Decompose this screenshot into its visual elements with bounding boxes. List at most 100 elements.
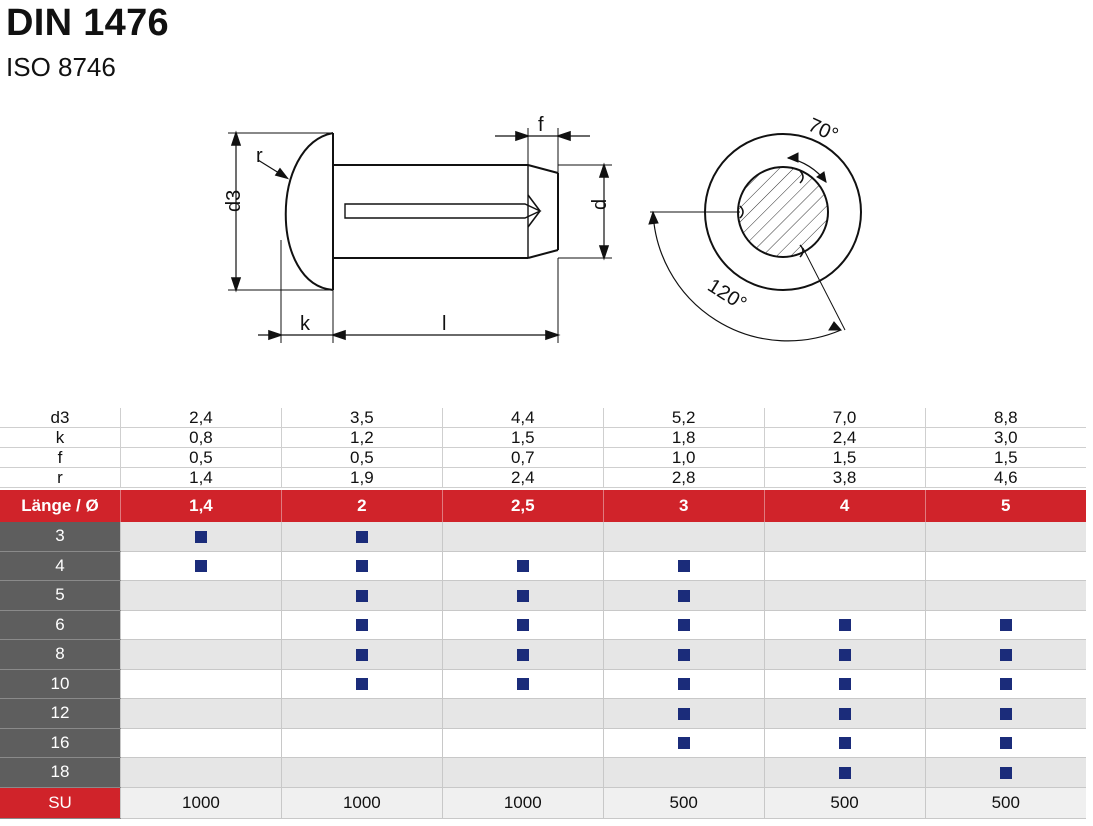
availability-cell (120, 610, 282, 640)
availability-cell (763, 698, 926, 729)
availability-cell (441, 639, 604, 670)
dimension-value: 0,8 (120, 427, 282, 448)
availability-cell (924, 551, 1086, 581)
label-angle-120: 120° (704, 275, 751, 316)
availability-cell (924, 580, 1086, 611)
table-row: 8 (0, 639, 1086, 670)
availability-cell (280, 610, 443, 640)
availability-cell (602, 728, 765, 758)
availability-cell (924, 669, 1086, 699)
availability-cell (280, 698, 443, 729)
availability-cell (924, 757, 1086, 788)
available-marker-icon (677, 589, 690, 602)
dimension-value: 8,8 (924, 408, 1086, 428)
dimension-value: 0,7 (441, 447, 604, 468)
available-marker-icon (838, 707, 851, 720)
available-marker-icon (516, 560, 529, 573)
dimension-value: 2,4 (120, 408, 282, 428)
available-marker-icon (677, 648, 690, 661)
page-title: DIN 1476 (6, 2, 169, 44)
availability-cell (120, 551, 282, 581)
dimension-value: 0,5 (280, 447, 443, 468)
availability-cell (280, 522, 443, 552)
dimension-value: 1,9 (280, 467, 443, 488)
dimension-value: 3,5 (280, 408, 443, 428)
dimension-value: 7,0 (763, 408, 926, 428)
dimension-value: 2,4 (763, 427, 926, 448)
availability-cell (763, 610, 926, 640)
available-marker-icon (999, 648, 1012, 661)
sales-unit-value: 1000 (280, 787, 443, 819)
availability-cell (441, 669, 604, 699)
table-row: 18 (0, 757, 1086, 788)
dimension-value: 1,5 (763, 447, 926, 468)
availability-cell (441, 698, 604, 729)
available-marker-icon (999, 678, 1012, 691)
length-cell: 12 (0, 698, 121, 729)
dimension-value: 2,4 (441, 467, 604, 488)
availability-cell (120, 522, 282, 552)
page-subtitle: ISO 8746 (6, 52, 116, 82)
label-f: f (538, 114, 544, 136)
size-header: 4 (763, 490, 926, 522)
available-marker-icon (999, 766, 1012, 779)
dimension-value: 1,2 (280, 427, 443, 448)
availability-cell (602, 551, 765, 581)
label-r: r (256, 145, 263, 167)
availability-cell (120, 698, 282, 729)
dimension-value: 2,8 (602, 467, 765, 488)
label-l: l (442, 313, 446, 335)
dimension-label: k (0, 427, 121, 448)
availability-cell (441, 551, 604, 581)
availability-cell (120, 728, 282, 758)
dimension-value: 4,4 (441, 408, 604, 428)
available-marker-icon (677, 707, 690, 720)
available-marker-icon (355, 589, 368, 602)
dimension-value: 3,0 (924, 427, 1086, 448)
dimension-value: 1,0 (602, 447, 765, 468)
available-marker-icon (677, 737, 690, 750)
dimension-value: 1,5 (924, 447, 1086, 468)
dimension-label: r (0, 467, 121, 488)
available-marker-icon (355, 619, 368, 632)
availability-cell (441, 580, 604, 611)
size-header: 1,4 (120, 490, 282, 522)
availability-cell (441, 522, 604, 552)
length-cell: 16 (0, 728, 121, 758)
sales-unit-label: SU (0, 787, 121, 819)
availability-cell (763, 522, 926, 552)
label-d: d (589, 199, 611, 210)
available-marker-icon (838, 737, 851, 750)
size-header: 2 (280, 490, 443, 522)
available-marker-icon (194, 560, 207, 573)
available-marker-icon (838, 619, 851, 632)
availability-cell (602, 669, 765, 699)
length-cell: 10 (0, 669, 121, 699)
table-row: 4 (0, 551, 1086, 581)
availability-cell (924, 698, 1086, 729)
size-header: 5 (924, 490, 1086, 522)
availability-cell (763, 639, 926, 670)
technical-drawing: r d3 k l f d 70° 120° (223, 114, 862, 343)
availability-cell (924, 728, 1086, 758)
availability-cell (441, 757, 604, 788)
availability-cell (602, 698, 765, 729)
available-marker-icon (677, 560, 690, 573)
availability-cell (441, 728, 604, 758)
availability-cell (924, 639, 1086, 670)
availability-cell (280, 669, 443, 699)
dimension-label: d3 (0, 408, 121, 428)
label-k: k (300, 313, 311, 335)
dimension-value: 3,8 (763, 467, 926, 488)
availability-cell (280, 551, 443, 581)
availability-cell (924, 522, 1086, 552)
availability-cell (120, 757, 282, 788)
availability-cell (602, 610, 765, 640)
availability-cell (602, 522, 765, 552)
